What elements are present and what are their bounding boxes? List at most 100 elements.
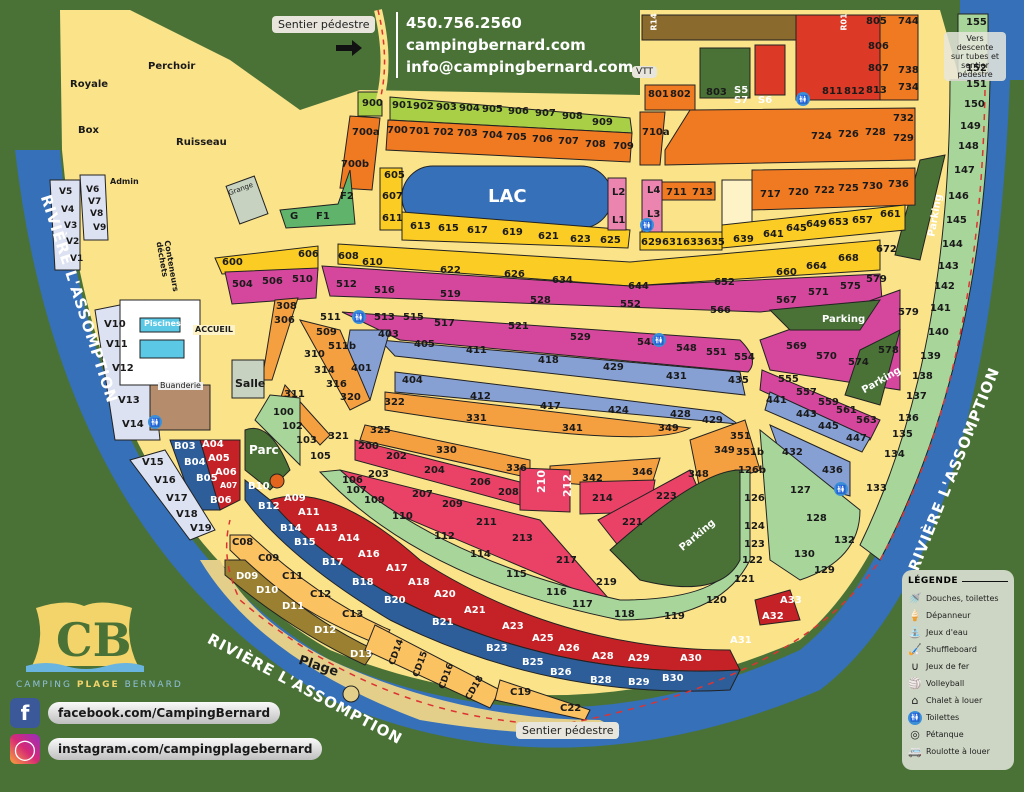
chalet-royale[interactable]: Royale: [70, 79, 109, 90]
site-223[interactable]: 223: [656, 491, 677, 502]
site-110[interactable]: 110: [392, 511, 413, 522]
site-401[interactable]: 401: [351, 363, 372, 374]
site-629[interactable]: 629: [641, 237, 662, 248]
site-903[interactable]: 903: [436, 102, 457, 113]
site-204[interactable]: 204: [424, 465, 445, 476]
facebook-link[interactable]: f facebook.com/CampingBernard: [10, 698, 281, 728]
site-d09[interactable]: D09: [236, 571, 259, 582]
site-908[interactable]: 908: [562, 111, 583, 122]
site-221[interactable]: 221: [622, 517, 643, 528]
site-d12[interactable]: D12: [314, 625, 337, 636]
site-611[interactable]: 611: [382, 213, 403, 224]
site-a13[interactable]: A13: [316, 523, 338, 534]
site-347[interactable]: 348: [688, 469, 709, 480]
site-557[interactable]: 557: [796, 387, 817, 398]
site-126[interactable]: 126: [744, 493, 765, 504]
site-801[interactable]: 801: [648, 89, 669, 100]
site-711[interactable]: 711: [666, 187, 687, 198]
site-112[interactable]: 112: [434, 531, 455, 542]
site-213[interactable]: 213: [512, 533, 533, 544]
site-571[interactable]: 574: [848, 357, 869, 368]
site-321[interactable]: 321: [328, 431, 349, 442]
site-l2[interactable]: L2: [612, 187, 626, 198]
site-600[interactable]: 600: [222, 257, 243, 268]
chalet-perchoir[interactable]: Perchoir: [148, 61, 196, 72]
site-a16[interactable]: A16: [358, 549, 380, 560]
site-151[interactable]: 151: [966, 79, 987, 90]
site-619[interactable]: 619: [502, 227, 523, 238]
site-424[interactable]: 424: [608, 405, 629, 416]
site-a09[interactable]: A09: [284, 493, 306, 504]
site-901[interactable]: 901: [392, 100, 413, 111]
site-661[interactable]: 661: [880, 209, 901, 220]
site-805[interactable]: 805: [866, 16, 887, 27]
site-349[interactable]: 349: [714, 445, 735, 456]
site-633[interactable]: 633: [683, 237, 704, 248]
site-121[interactable]: 121: [734, 574, 755, 585]
site-700[interactable]: 700: [387, 125, 408, 136]
site-511[interactable]: 511: [320, 312, 341, 323]
site-a18[interactable]: A18: [408, 577, 430, 588]
site-555[interactable]: 555: [778, 374, 799, 385]
instagram-link[interactable]: ◯ instagram.com/campingplagebernard: [10, 734, 323, 764]
site-124[interactable]: 124: [744, 521, 765, 532]
site-117[interactable]: 117: [572, 599, 593, 610]
site-c09[interactable]: C09: [258, 553, 280, 564]
site-517[interactable]: 517: [434, 318, 455, 329]
site-338[interactable]: 341: [562, 423, 583, 434]
site-148[interactable]: 148: [958, 141, 979, 152]
site-210[interactable]: 210: [534, 470, 548, 493]
site-610[interactable]: 610: [362, 257, 383, 268]
site-a20[interactable]: A20: [434, 589, 456, 600]
site-b14[interactable]: B14: [280, 523, 302, 534]
site-109[interactable]: 109: [364, 495, 385, 506]
site-566[interactable]: 567: [776, 295, 797, 306]
site-118[interactable]: 118: [614, 609, 635, 620]
site-136[interactable]: 136: [898, 413, 919, 424]
site-331[interactable]: 330: [436, 445, 457, 456]
site-v6[interactable]: V6: [86, 185, 100, 195]
site-516[interactable]: 516: [374, 285, 395, 296]
site-150[interactable]: 150: [964, 99, 985, 110]
site-v4[interactable]: V4: [61, 205, 75, 215]
site-b15[interactable]: B15: [294, 537, 316, 548]
site-207[interactable]: 207: [412, 489, 433, 500]
site-653[interactable]: 653: [828, 217, 849, 228]
site-641[interactable]: 641: [763, 229, 784, 240]
site-314[interactable]: 314: [314, 365, 335, 376]
site-122[interactable]: 122: [742, 555, 763, 566]
site-634[interactable]: 634: [552, 275, 573, 286]
site-412[interactable]: 412: [470, 391, 491, 402]
site-g[interactable]: G: [290, 211, 299, 222]
site-447[interactable]: 447: [846, 433, 867, 444]
site-806[interactable]: 806: [868, 41, 889, 52]
site-b20[interactable]: B20: [384, 595, 406, 606]
site-320[interactable]: 320: [340, 392, 361, 403]
site-214[interactable]: 214: [592, 493, 613, 504]
site-c12[interactable]: C12: [310, 589, 332, 600]
site-803[interactable]: 803: [706, 87, 727, 98]
site-v19[interactable]: V19: [190, 523, 212, 534]
site-a32[interactable]: A32: [762, 611, 784, 622]
site-512[interactable]: 512: [336, 279, 357, 290]
site-b10[interactable]: B10: [248, 481, 270, 492]
site-703[interactable]: 703: [457, 128, 478, 139]
site-441[interactable]: 441: [766, 395, 787, 406]
site-813[interactable]: 813: [866, 85, 887, 96]
site-155[interactable]: 155: [966, 17, 987, 28]
site-v11[interactable]: V11: [106, 339, 128, 350]
site-605[interactable]: 605: [384, 170, 405, 181]
site-103[interactable]: 103: [296, 435, 317, 446]
site-404[interactable]: 404: [402, 375, 423, 386]
site-139[interactable]: 139: [920, 351, 941, 362]
site-729[interactable]: 725: [838, 183, 859, 194]
site-351b[interactable]: 351b: [736, 447, 765, 458]
site-c11[interactable]: C11: [282, 571, 304, 582]
site-d11[interactable]: D11: [282, 601, 305, 612]
site-a06[interactable]: A06: [215, 467, 237, 478]
site-a33[interactable]: A33: [780, 595, 802, 606]
site-704[interactable]: 704: [482, 130, 503, 141]
site-b18[interactable]: B18: [352, 577, 374, 588]
site-606[interactable]: 606: [298, 249, 319, 260]
site-130[interactable]: 130: [794, 549, 815, 560]
